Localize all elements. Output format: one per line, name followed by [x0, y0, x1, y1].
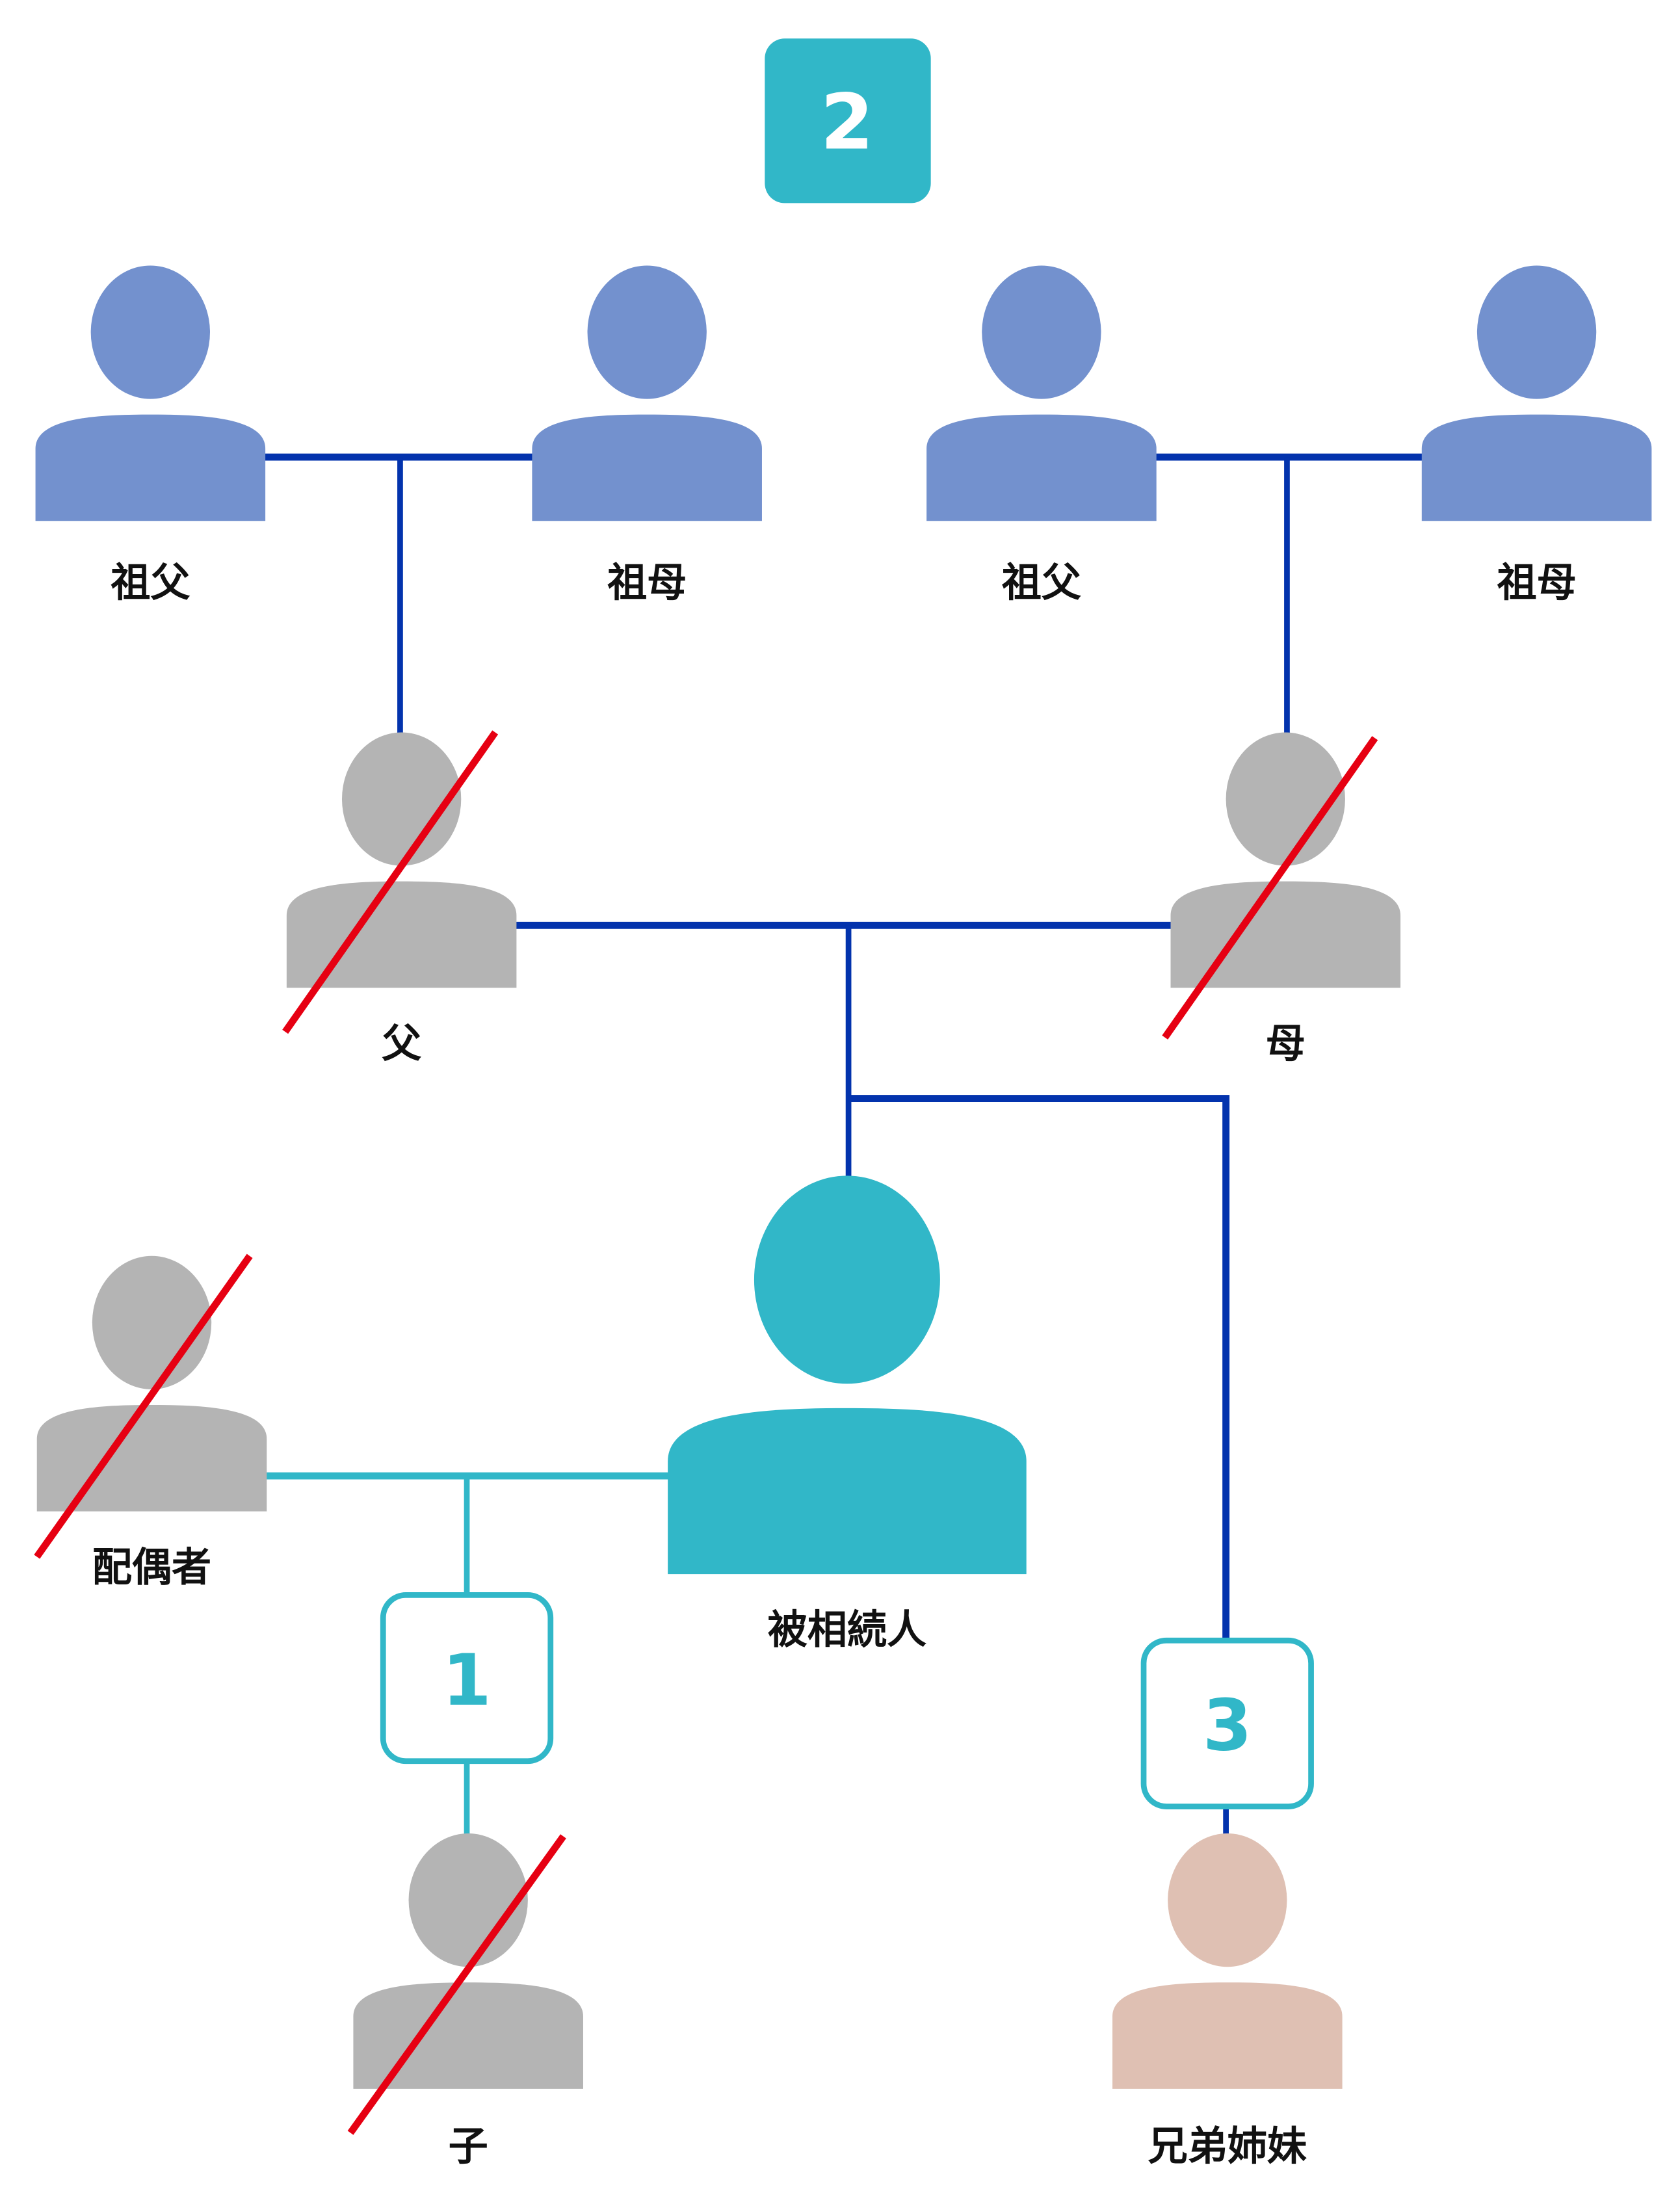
person-body	[668, 1408, 1027, 1575]
person-icon	[1421, 265, 1652, 521]
person-icon	[668, 1175, 1027, 1575]
person-head	[1168, 1833, 1287, 1967]
person-body	[1170, 881, 1401, 988]
person-body	[926, 414, 1157, 521]
rank-1-badge-box	[380, 1592, 554, 1765]
deceased-strike-mark	[1162, 736, 1378, 1040]
rank-3-badge-box	[1140, 1637, 1314, 1809]
person-body	[36, 1404, 267, 1512]
rank-3-badge: 3	[1140, 1637, 1314, 1809]
deceased-strike-mark	[282, 730, 499, 1034]
paternal-grandfather: 祖父	[35, 265, 266, 606]
person-head	[341, 732, 462, 866]
rank-3-badge-number: 3	[1203, 1685, 1252, 1767]
person-icon	[1170, 732, 1401, 988]
person-body	[353, 1982, 583, 2089]
person-head	[1226, 732, 1345, 866]
rank-2-badge: 2	[765, 38, 931, 203]
person-head	[982, 265, 1101, 399]
father: 父	[282, 730, 517, 1067]
mother-label: 母	[1266, 1021, 1306, 1067]
maternal-grandfather-label: 祖父	[1002, 560, 1081, 606]
person-icon	[532, 265, 762, 521]
siblings-label: 兄弟姉妹	[1148, 2123, 1307, 2170]
person-body	[1112, 1982, 1343, 2089]
maternal-grandfather: 祖父	[926, 265, 1157, 606]
spouse: 配偶者	[34, 1253, 267, 1591]
deceased-strike-mark	[347, 1834, 566, 2135]
person-head	[754, 1175, 940, 1384]
paternal-grandmother: 祖母	[532, 265, 762, 606]
decedent: 被相続人	[668, 1175, 1027, 1653]
child-label: 子	[449, 2123, 488, 2170]
mother: 母	[1162, 732, 1401, 1067]
rank-1-badge-number: 1	[442, 1639, 492, 1722]
person-head	[1477, 265, 1597, 399]
maternal-grandmother-label: 祖母	[1497, 560, 1576, 606]
rank-2-badge-number: 2	[820, 78, 874, 167]
person-icon	[286, 732, 517, 988]
person-icon	[926, 265, 1157, 521]
child: 子	[347, 1833, 583, 2170]
person-head	[90, 265, 210, 399]
rank-2-badge-box	[765, 38, 931, 203]
person-body	[532, 414, 762, 521]
person-icon	[35, 265, 266, 521]
person-icon	[1112, 1833, 1343, 2089]
parents-to-siblings-line	[848, 1095, 1230, 1640]
person-body	[1421, 414, 1652, 521]
person-head	[92, 1255, 212, 1389]
paternal-grandmother-label: 祖母	[607, 560, 687, 606]
rank-1-badge: 1	[380, 1592, 554, 1765]
father-label: 父	[382, 1021, 421, 1067]
person-body	[35, 414, 266, 521]
siblings: 兄弟姉妹	[1112, 1833, 1343, 2170]
deceased-strike-mark	[34, 1253, 253, 1559]
person-icon	[353, 1833, 583, 2089]
spouse-label: 配偶者	[92, 1545, 211, 1591]
person-head	[408, 1833, 528, 1967]
paternal-grandfather-label: 祖父	[111, 560, 190, 606]
person-head	[587, 265, 707, 399]
decedent-label: 被相続人	[768, 1607, 926, 1653]
maternal-grandmother: 祖母	[1421, 265, 1652, 606]
person-icon	[36, 1255, 267, 1512]
person-body	[286, 881, 517, 988]
